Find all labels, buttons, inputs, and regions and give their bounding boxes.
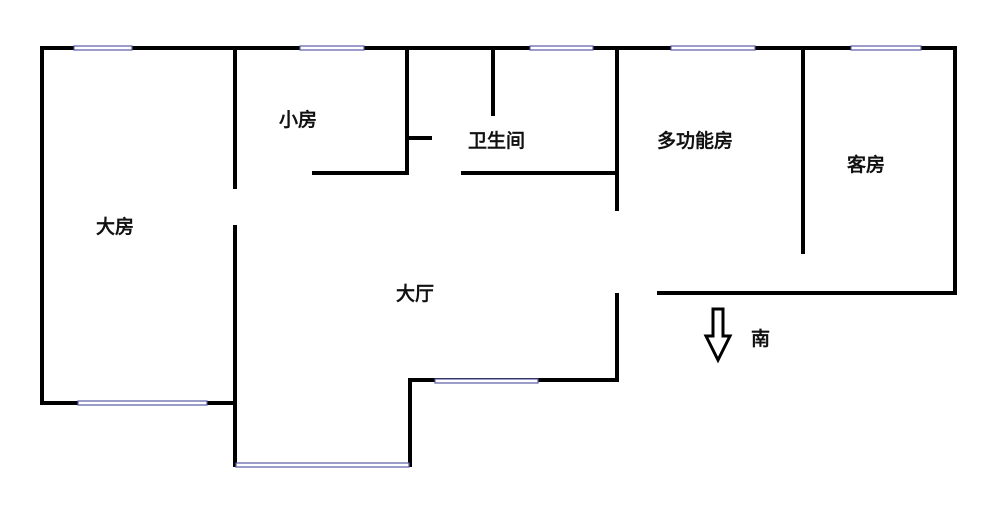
room-label-guest-room: 客房 [847, 154, 886, 176]
window [77, 400, 208, 406]
room-label-multipurpose: 多功能房 [657, 130, 734, 152]
windows [73, 45, 922, 468]
room-label-master-bedroom: 大房 [96, 216, 135, 238]
window [670, 45, 756, 51]
window [850, 45, 922, 51]
window [235, 462, 410, 468]
window [299, 45, 365, 51]
window [73, 45, 133, 51]
room-label-living-room: 大厅 [396, 283, 435, 305]
arrow-down-icon [703, 307, 733, 364]
compass-label: 南 [751, 328, 771, 350]
room-label-small-bedroom: 小房 [279, 109, 318, 131]
window [529, 45, 594, 51]
room-label-bathroom: 卫生间 [468, 130, 526, 152]
window [434, 378, 539, 384]
